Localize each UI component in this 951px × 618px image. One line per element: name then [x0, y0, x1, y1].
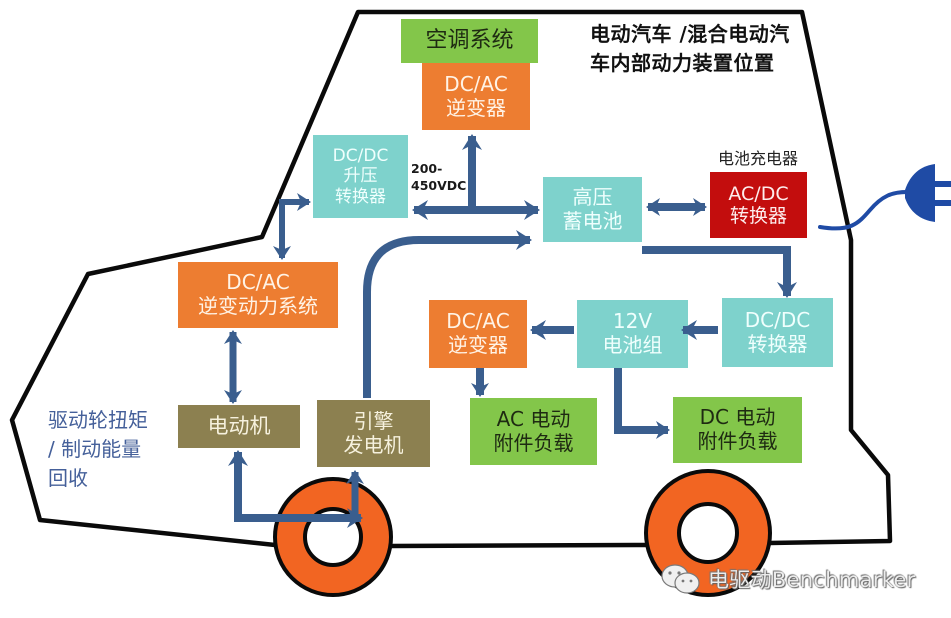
dc-load-box: DC 电动 附件负载 — [673, 397, 802, 463]
boost-converter-box: DC/DC 升压 转换器 — [313, 135, 408, 218]
side-note-line-2: / 制动能量 — [48, 437, 142, 461]
battery-12v-line-2: 电池组 — [602, 333, 663, 357]
dc-load-line-1: DC 电动 — [699, 405, 776, 430]
voltage-range-line-1: 200- — [411, 161, 443, 176]
diagram-title: 电动汽车 /混合电动汽 车内部动力装置位置 — [590, 20, 790, 78]
front-wheel — [644, 469, 772, 597]
drive-inverter-box: DC/AC 逆变动力系统 — [178, 262, 338, 328]
motor-box: 电动机 — [178, 405, 300, 448]
voltage-range-line-2: 450VDC — [411, 178, 467, 193]
dcdc-converter-line-2: 转换器 — [747, 331, 808, 356]
ac-inverter-top-line-2: 逆变器 — [446, 95, 506, 120]
motor-label: 电动机 — [207, 414, 271, 439]
boost-converter-line-3: 转换器 — [335, 186, 386, 207]
drive-inverter-line-1: DC/AC — [226, 270, 290, 295]
watermark-text: 电驱动Benchmarker — [708, 568, 916, 592]
engine-generator-line-1: 引擎 — [353, 408, 394, 433]
hv-battery-line-1: 高压 — [572, 184, 613, 209]
battery-charger-label: 电池充电器 — [718, 149, 799, 168]
title-line-2: 车内部动力装置位置 — [590, 51, 775, 75]
acdc-converter-line-1: AC/DC — [728, 182, 789, 205]
ac-system-label: 空调系统 — [425, 28, 514, 54]
battery-12v-line-1: 12V — [612, 309, 653, 334]
wheel-torque-regen-note: 驱动轮扭矩 / 制动能量 回收 — [48, 406, 148, 493]
arrow-12v-to-dc-load — [614, 368, 670, 439]
voltage-range-label: 200- 450VDC — [411, 160, 466, 194]
dc-load-line-2: 附件负载 — [697, 429, 778, 453]
arrow-engine-to-hv-battery — [363, 230, 532, 398]
arrow-motor-wheel — [228, 450, 363, 528]
drive-inverter-line-2: 逆变动力系统 — [198, 294, 318, 318]
boost-converter-line-2: 升压 — [343, 166, 378, 187]
wechat-icon — [661, 564, 700, 594]
arrow-hv-battery-to-dcdc — [642, 246, 797, 298]
ac-system-box: 空调系统 — [401, 19, 538, 63]
boost-converter-line-1: DC/DC — [332, 145, 389, 166]
title-line-1: 电动汽车 /混合电动汽 — [590, 22, 790, 46]
side-note-line-3: 回收 — [48, 466, 88, 490]
dcdc-converter-line-1: DC/DC — [744, 307, 811, 332]
ac-inverter-top-box: DC/AC 逆变器 — [422, 63, 530, 130]
hv-battery-box: 高压 蓄电池 — [543, 177, 642, 242]
ac-inverter-top-line-1: DC/AC — [444, 71, 508, 96]
acdc-converter-box: AC/DC 转换器 — [710, 172, 807, 238]
arrow-boost-drive-inverter — [273, 193, 311, 260]
aux-inverter-line-2: 逆变器 — [448, 333, 508, 357]
ac-load-line-1: AC 电动 — [496, 406, 571, 431]
side-note-line-1: 驱动轮扭矩 — [48, 408, 148, 432]
watermark: 电驱动Benchmarker — [660, 563, 916, 595]
front-wheel-hub — [677, 502, 739, 564]
power-plug-icon — [818, 164, 951, 231]
aux-inverter-box: DC/AC 逆变器 — [429, 300, 527, 368]
ac-load-box: AC 电动 附件负载 — [470, 398, 597, 465]
dcdc-converter-box: DC/DC 转换器 — [722, 298, 833, 367]
hv-battery-line-2: 蓄电池 — [562, 208, 623, 233]
battery-12v-box: 12V 电池组 — [577, 300, 688, 368]
acdc-converter-line-2: 转换器 — [729, 205, 787, 227]
ac-load-line-2: 附件负载 — [493, 430, 574, 455]
aux-inverter-line-1: DC/AC — [446, 309, 510, 334]
